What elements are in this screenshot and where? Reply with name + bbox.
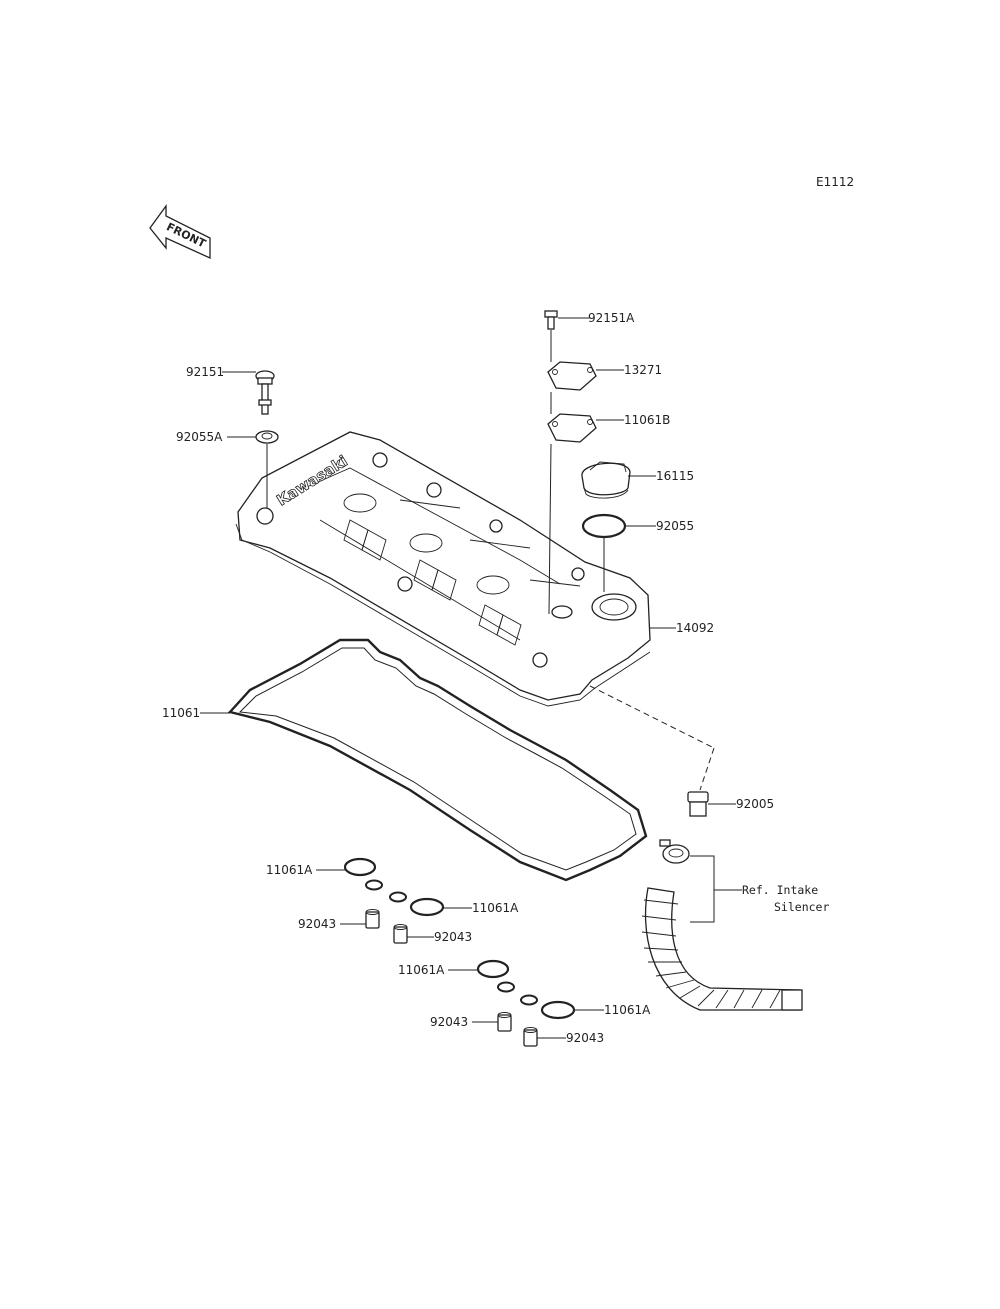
label-92043-4: 92043	[566, 1031, 604, 1045]
bolt-92151a	[544, 310, 558, 330]
gasket-11061	[227, 638, 648, 882]
label-92151: 92151	[186, 365, 224, 379]
label-92055: 92055	[656, 519, 694, 533]
label-13271: 13271	[624, 363, 662, 377]
breather-route-dashed	[589, 685, 715, 749]
hose-clamp	[659, 839, 690, 864]
seal-group-4	[520, 994, 576, 1047]
o-ring-92055	[581, 513, 627, 539]
label-11061: 11061	[162, 706, 200, 720]
oil-filler-cap-16115	[581, 461, 631, 499]
label-11061b: 11061B	[624, 413, 670, 427]
label-16115: 16115	[656, 469, 694, 483]
cap-13271	[547, 361, 597, 391]
o-ring-11061a-1	[343, 857, 377, 877]
bolt-92151	[255, 370, 275, 415]
label-92043-3: 92043	[430, 1015, 468, 1029]
front-arrow-icon: FRONT	[149, 204, 211, 260]
o-ring-11061a-2	[409, 897, 445, 917]
label-92005: 92005	[736, 797, 774, 811]
label-11061a-3: 11061A	[398, 963, 445, 977]
label-11061a-2: 11061A	[472, 901, 519, 915]
seal-group-1	[343, 857, 383, 929]
label-92043-1: 92043	[298, 917, 336, 931]
o-ring-11061a-3	[476, 959, 510, 979]
label-92043-2: 92043	[434, 930, 472, 944]
dowel-92043-2	[393, 926, 408, 944]
label-92151a: 92151A	[588, 311, 635, 325]
washer-92055a	[255, 430, 279, 444]
label-11061a-1: 11061A	[266, 863, 313, 877]
fitting-92005	[687, 791, 709, 817]
seal-ring-1	[365, 879, 383, 891]
ref-silencer-label: Silencer	[774, 900, 829, 914]
diagram-code: E1112	[816, 175, 854, 189]
gasket-11061b	[547, 413, 597, 443]
o-ring-11061a-4	[540, 1000, 576, 1020]
seal-ring-2	[389, 891, 407, 903]
seal-group-3	[476, 959, 515, 1032]
seal-ring-4	[520, 994, 538, 1006]
seal-ring-3	[497, 981, 515, 993]
ref-intake-label: Ref. Intake	[742, 883, 818, 897]
label-11061a-4: 11061A	[604, 1003, 651, 1017]
seal-group-2	[389, 891, 445, 944]
breather-hose	[641, 887, 803, 1011]
label-92055a: 92055A	[176, 430, 223, 444]
dowel-92043-3	[497, 1014, 512, 1032]
label-14092: 14092	[676, 621, 714, 635]
dowel-92043-1	[365, 911, 380, 929]
